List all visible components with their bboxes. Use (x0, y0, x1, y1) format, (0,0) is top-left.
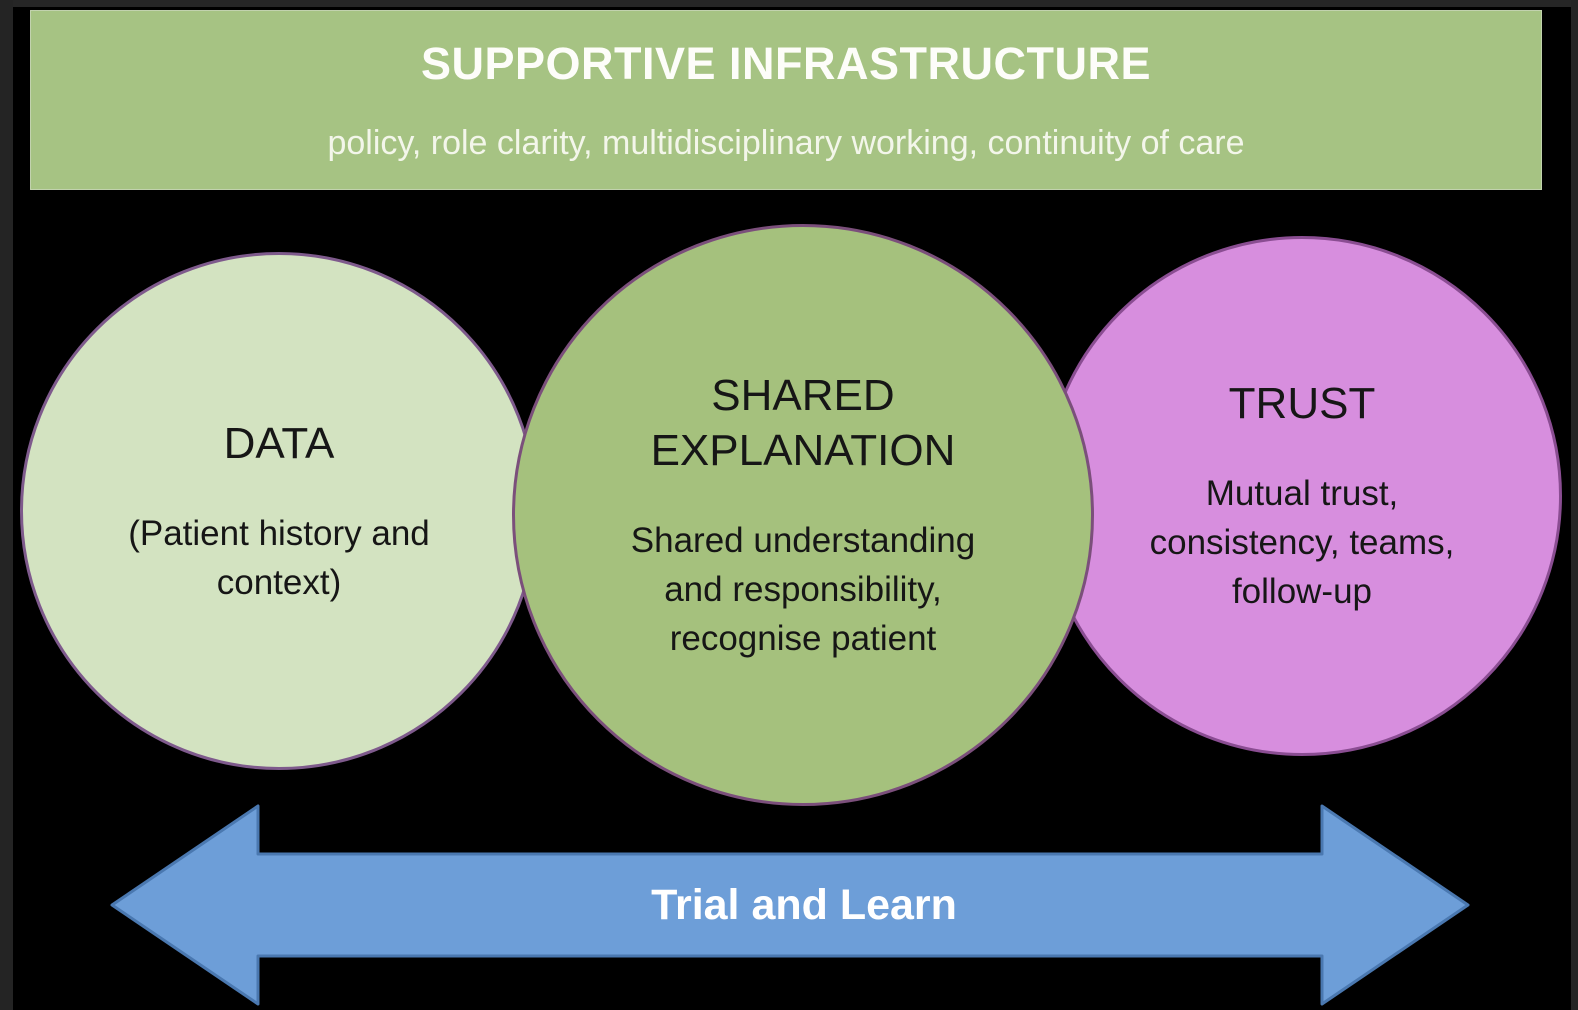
circle-trust-body: Mutual trust, consistency, teams, follow… (1149, 474, 1455, 611)
trial-and-learn-arrow: Trial and Learn (108, 800, 1472, 1010)
window-frame-top (0, 0, 1578, 7)
circle-data-body: (Patient history and context) (128, 513, 430, 602)
window-frame-left (0, 0, 13, 1010)
banner-title: SUPPORTIVE INFRASTRUCTURE (420, 37, 1152, 89)
window-frame-right (1571, 0, 1578, 1010)
arrow-label: Trial and Learn (651, 880, 957, 929)
circle-data: DATA (Patient history and context) (20, 252, 538, 770)
circle-trust: TRUST Mutual trust, consistency, teams, … (1042, 236, 1562, 756)
circle-shared-explanation: SHARED EXPLANATION Shared understanding … (512, 224, 1094, 806)
circle-trust-title: TRUST (1228, 379, 1376, 428)
circle-shared-explanation-body: Shared understanding and responsibility,… (630, 520, 976, 658)
supportive-infrastructure-banner: SUPPORTIVE INFRASTRUCTURE policy, role c… (30, 10, 1542, 190)
banner-subtitle: policy, role clarity, multidisciplinary … (327, 123, 1245, 162)
circle-data-title: DATA (223, 418, 335, 468)
circle-shared-explanation-title: SHARED EXPLANATION (650, 370, 956, 475)
double-arrow-shape (110, 804, 1470, 1006)
